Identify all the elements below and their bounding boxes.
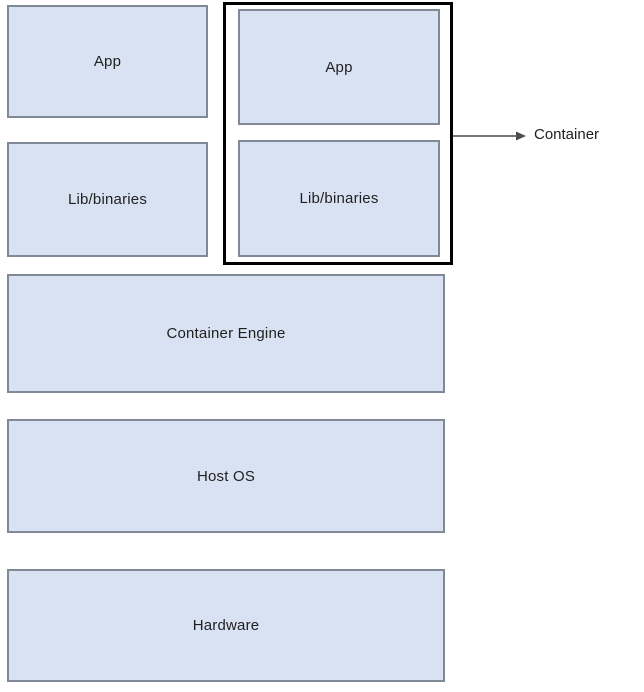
- app-box-container: App: [238, 9, 440, 125]
- host-os-box: Host OS: [7, 419, 445, 533]
- hardware-box-label: Hardware: [192, 617, 260, 634]
- app-box-left: App: [7, 5, 208, 118]
- container-engine-box: Container Engine: [7, 274, 445, 393]
- app-box-left-label: App: [93, 53, 122, 70]
- container-engine-box-label: Container Engine: [166, 325, 286, 342]
- lib-binaries-box-left: Lib/binaries: [7, 142, 208, 257]
- lib-binaries-box-container: Lib/binaries: [238, 140, 440, 257]
- app-box-container-label: App: [325, 58, 353, 76]
- host-os-box-label: Host OS: [196, 467, 256, 485]
- hardware-box: Hardware: [7, 569, 445, 682]
- container-callout-label: Container: [534, 126, 600, 143]
- container-callout-arrow-icon: [453, 131, 526, 141]
- lib-binaries-box-left-label: Lib/binaries: [67, 191, 148, 208]
- lib-binaries-box-container-label: Lib/binaries: [299, 190, 379, 207]
- container-group-outline: App Lib/binaries: [223, 2, 453, 265]
